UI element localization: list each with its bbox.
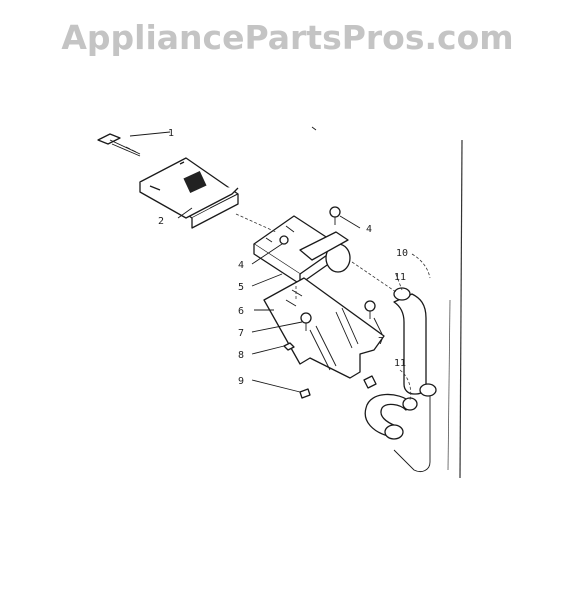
callout-9: 9 (238, 376, 244, 387)
watermark-logo: AppliancePartsPros.com (61, 18, 514, 57)
callout-10: 10 (396, 248, 408, 259)
fitting-small[interactable] (363, 375, 377, 389)
callout-7-right: 7 (378, 336, 384, 347)
cabinet-edge-line (459, 139, 463, 479)
cabinet-edge-line-inner (447, 299, 451, 471)
callout-11-lower: 11 (394, 358, 406, 369)
part-1-actuator[interactable] (97, 133, 141, 157)
screw-7a[interactable] (300, 312, 312, 331)
screw-4b[interactable] (279, 235, 289, 245)
callout-1: 1 (168, 128, 174, 139)
callout-6: 6 (238, 306, 244, 317)
stray-mark (311, 126, 317, 131)
callout-7-left: 7 (238, 328, 244, 339)
callout-4-lower: 4 (238, 260, 244, 271)
part-6-mounting-plate[interactable] (263, 277, 385, 379)
callout-11-upper: 11 (394, 272, 406, 283)
screw-7b[interactable] (364, 300, 376, 319)
clip-8[interactable] (283, 342, 295, 351)
part-10-tubing[interactable] (364, 287, 437, 473)
part-2-housing[interactable] (139, 157, 239, 229)
clip-9[interactable] (299, 388, 311, 399)
leader-lines (129, 131, 431, 401)
assembly-line-1 (235, 213, 277, 233)
screw-4a[interactable] (329, 206, 341, 225)
callout-4-upper: 4 (366, 224, 372, 235)
callout-8: 8 (238, 350, 244, 361)
callout-5: 5 (238, 282, 244, 293)
callout-labels: 1 2 4 4 10 5 11 6 7 7 8 11 9 (158, 128, 408, 387)
callout-2: 2 (158, 216, 164, 227)
valve-bracket[interactable] (253, 215, 351, 285)
assembly-line-2 (351, 261, 397, 293)
